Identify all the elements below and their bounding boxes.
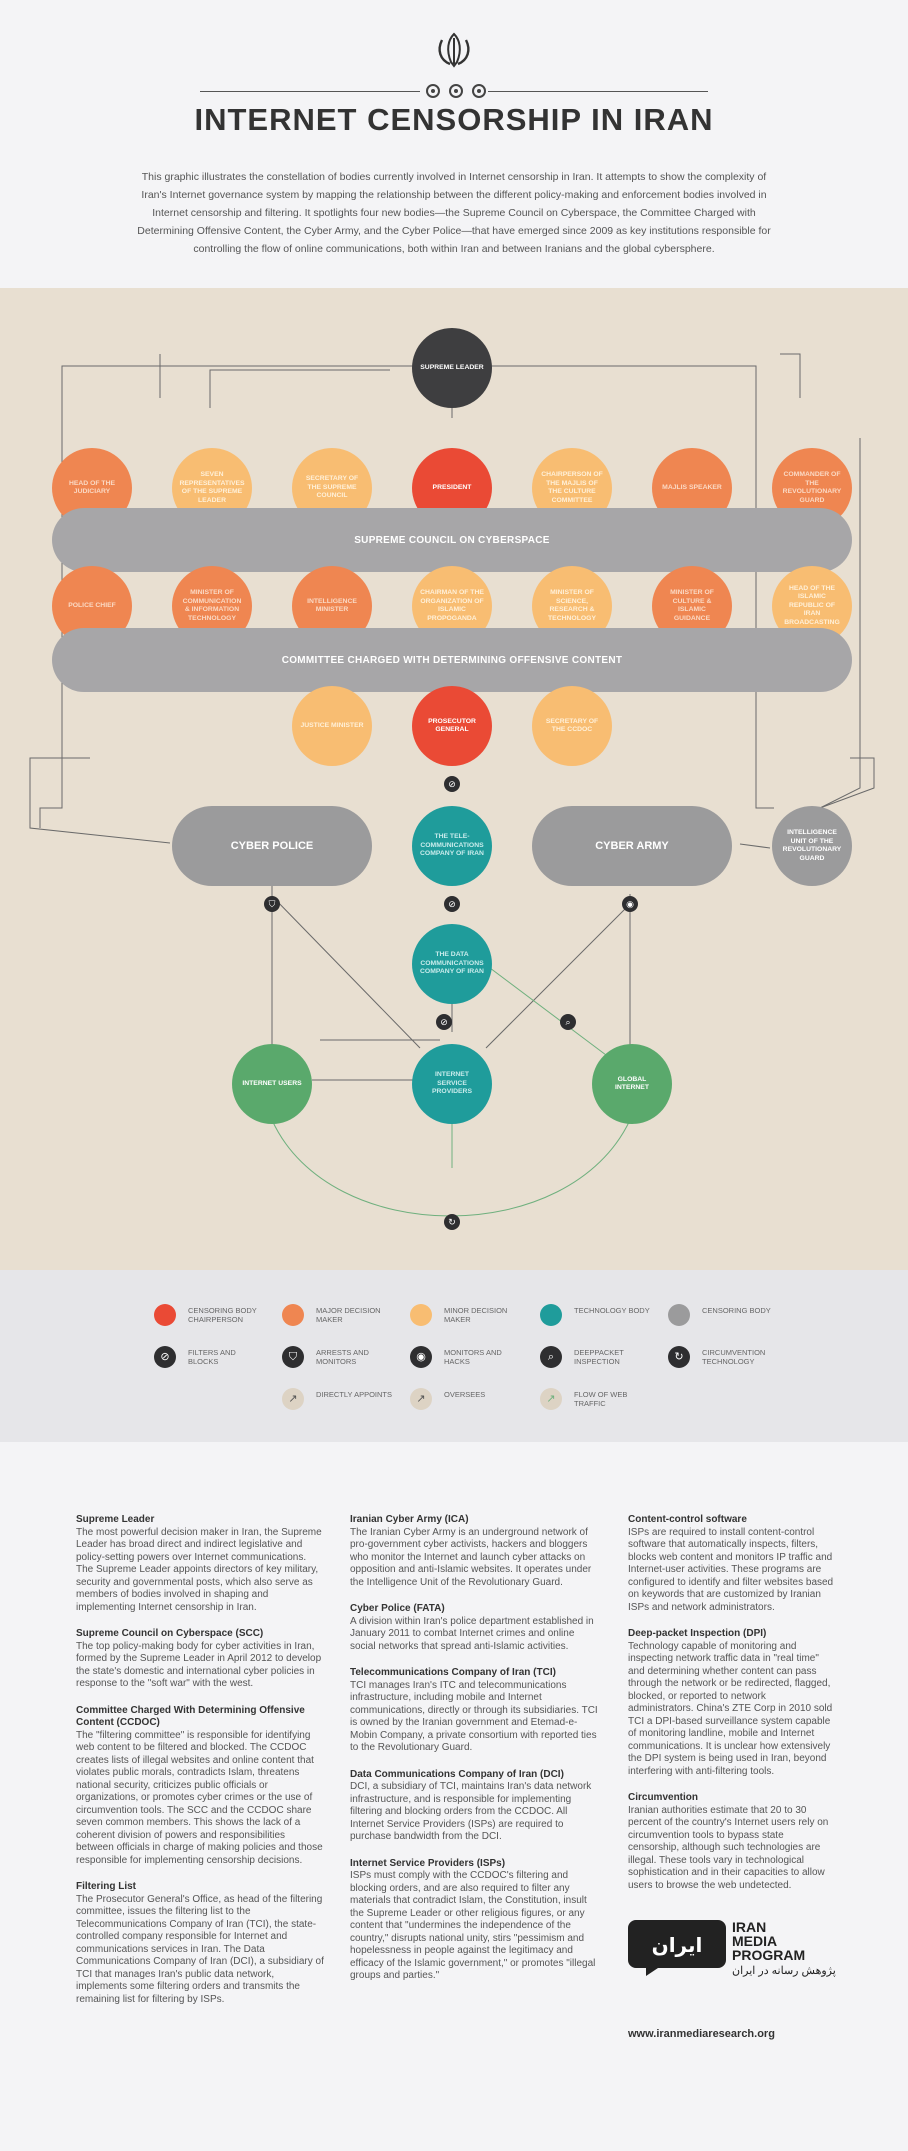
section-heading: Supreme Council on Cyberspace (SCC) xyxy=(76,1628,264,1639)
ornament-dot-icon xyxy=(426,84,440,98)
iran-emblem-icon xyxy=(438,32,470,68)
iran-media-program-logo: ایران xyxy=(628,1920,726,1976)
section-body: The Iranian Cyber Army is an underground… xyxy=(350,1526,592,1588)
legend-item: ↗DIRECTLY APPOINTS xyxy=(282,1388,394,1410)
legend-item: MINOR DECISION MAKER xyxy=(410,1304,522,1326)
section-body: The most powerful decision maker in Iran… xyxy=(76,1526,322,1613)
circle-icon xyxy=(410,1304,432,1326)
circle-icon xyxy=(154,1304,176,1326)
circular-arrow-icon: ↻ xyxy=(444,1214,460,1230)
node-secretary-ccdoc[interactable]: SECRETARY OF THE CCDOC xyxy=(532,686,612,766)
node-justice-minister[interactable]: JUSTICE MINISTER xyxy=(292,686,372,766)
section-heading: Circumvention xyxy=(628,1792,699,1803)
eye-icon: ◉ xyxy=(410,1346,432,1368)
node-cyber-army[interactable]: CYBER ARMY xyxy=(532,806,732,886)
ornament-dot-icon xyxy=(472,84,486,98)
node-cyber-police[interactable]: CYBER POLICE xyxy=(172,806,372,886)
intro-paragraph: This graphic illustrates the constellati… xyxy=(137,171,771,255)
no-entry-icon: ⊘ xyxy=(154,1346,176,1368)
legend-item: ↻CIRCUMVENTION TECHNOLOGY xyxy=(668,1346,780,1368)
section-body: The Prosecutor General's Office, as head… xyxy=(76,1893,324,2005)
node-supreme-leader[interactable]: SUPREME LEADER xyxy=(412,328,492,408)
shield-icon: ⛉ xyxy=(282,1346,304,1368)
node-prosecutor-general[interactable]: PROSECUTOR GENERAL xyxy=(412,686,492,766)
legend-item: ↗FLOW OF WEB TRAFFIC xyxy=(540,1388,652,1410)
magnifier-icon: ⌕ xyxy=(560,1014,576,1030)
node-global-internet[interactable]: GLOBAL INTERNET xyxy=(592,1044,672,1124)
section-heading: Deep-packet Inspection (DPI) xyxy=(628,1628,767,1639)
legend-item: ⛉ARRESTS AND MONITORS xyxy=(282,1346,394,1368)
section-body: TCI manages Iran's ITC and telecommunica… xyxy=(350,1679,598,1754)
section-body: A division within Iran's police departme… xyxy=(350,1615,594,1652)
legend-item: TECHNOLOGY BODY xyxy=(540,1304,652,1326)
legend-item: CENSORING BODY CHAIRPERSON xyxy=(154,1304,266,1326)
legend-item: ⊘FILTERS AND BLOCKS xyxy=(154,1346,266,1368)
band-supreme-council-on-cyberspace[interactable]: SUPREME COUNCIL ON CYBERSPACE xyxy=(52,508,852,572)
logo-text: ایران xyxy=(652,1933,703,1957)
node-isp[interactable]: INTERNET SERVICE PROVIDERS xyxy=(412,1044,492,1124)
section-heading: Cyber Police (FATA) xyxy=(350,1603,445,1614)
brand-persian-name: پژوهش رسانه در ایران xyxy=(732,1965,836,1977)
section-heading: Filtering List xyxy=(76,1881,136,1892)
section-heading: Internet Service Providers (ISPs) xyxy=(350,1857,506,1869)
band-ccdoc[interactable]: COMMITTEE CHARGED WITH DETERMINING OFFEN… xyxy=(52,628,852,692)
circular-arrow-icon: ↻ xyxy=(668,1346,690,1368)
ornament-dot-icon xyxy=(449,84,463,98)
no-entry-icon: ⊘ xyxy=(444,776,460,792)
section-body: DCI, a subsidiary of TCI, maintains Iran… xyxy=(350,1781,592,1842)
section-body: The top policy-making body for cyber act… xyxy=(76,1640,322,1690)
section-body: ISPs must comply with the CCDOC's filter… xyxy=(350,1870,596,1981)
eye-icon: ◉ xyxy=(622,896,638,912)
magnifier-icon: ⌕ xyxy=(540,1346,562,1368)
node-internet-users[interactable]: INTERNET USERS xyxy=(232,1044,312,1124)
section-heading: Data Communications Company of Iran (DCI… xyxy=(350,1768,564,1780)
arrow-icon: ↗ xyxy=(540,1388,562,1410)
shield-icon: ⛉ xyxy=(264,896,280,912)
section-heading: Content-control software xyxy=(628,1514,747,1525)
legend-item: ↗OVERSEES xyxy=(410,1388,522,1410)
node-dci[interactable]: THE DATA COMMUNICATIONS COMPANY OF IRAN xyxy=(412,924,492,1004)
legend-item: MAJOR DECISION MAKER xyxy=(282,1304,394,1326)
no-entry-icon: ⊘ xyxy=(436,1014,452,1030)
arrow-icon: ↗ xyxy=(282,1388,304,1410)
legend-item: CENSORING BODY xyxy=(668,1304,780,1326)
column-2: Iranian Cyber Army (ICA)The Iranian Cybe… xyxy=(350,1514,598,1997)
section-body: Iranian authorities estimate that 20 to … xyxy=(628,1804,829,1891)
legend-item: ◉MONITORS AND HACKS xyxy=(410,1346,522,1368)
section-body: The "filtering committee" is responsible… xyxy=(76,1729,323,1866)
section-heading: Telecommunications Company of Iran (TCI) xyxy=(350,1667,556,1678)
section-heading: Supreme Leader xyxy=(76,1514,155,1525)
node-tci[interactable]: THE TELE-COMMUNICATIONS COMPANY OF IRAN xyxy=(412,806,492,886)
no-entry-icon: ⊘ xyxy=(444,896,460,912)
title-ornament xyxy=(200,84,708,100)
legend: CENSORING BODY CHAIRPERSON MAJOR DECISIO… xyxy=(0,1270,908,1442)
censorship-diagram: SUPREME LEADER HEAD OF THE JUDICIARY SEV… xyxy=(0,288,908,1270)
website-link[interactable]: www.iranmediaresearch.org xyxy=(628,2028,775,2040)
arrow-icon: ↗ xyxy=(410,1388,432,1410)
legend-item: ⌕DEEPPACKET INSPECTION xyxy=(540,1346,652,1368)
header: INTERNET CENSORSHIP IN IRAN This graphic… xyxy=(0,0,908,288)
section-body: Technology capable of monitoring and ins… xyxy=(628,1640,833,1777)
section-heading: Committee Charged With Determining Offen… xyxy=(76,1704,305,1729)
circle-icon xyxy=(282,1304,304,1326)
node-intelligence-unit-revolutionary-guard[interactable]: INTELLIGENCE UNIT OF THE REVOLUTIONARY G… xyxy=(772,806,852,886)
section-body: ISPs are required to install content-con… xyxy=(628,1526,834,1613)
section-heading: Iranian Cyber Army (ICA) xyxy=(350,1514,469,1525)
circle-icon xyxy=(668,1304,690,1326)
page-title: INTERNET CENSORSHIP IN IRAN xyxy=(194,102,714,137)
circle-icon xyxy=(540,1304,562,1326)
